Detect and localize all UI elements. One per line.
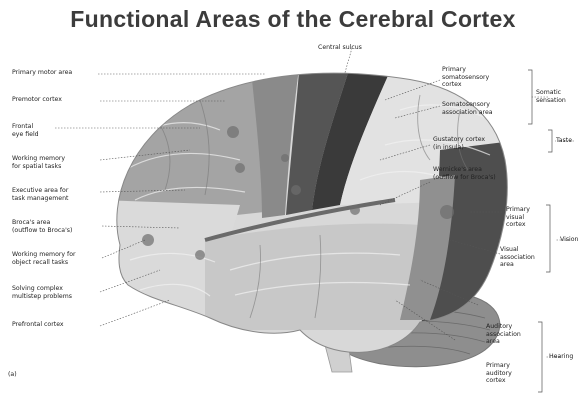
- label-primary-motor: Primary motor area: [12, 69, 72, 77]
- label-somatic-sensation-line2: sensation: [536, 97, 566, 104]
- figure-letter: (a): [8, 371, 17, 379]
- label-working-spatial-line1: Working memory: [12, 155, 65, 162]
- label-working-spatial: Working memory for spatial tasks: [12, 155, 65, 170]
- label-working-spatial-line2: for spatial tasks: [12, 163, 61, 170]
- label-primary-auditory-line2: auditory: [486, 370, 512, 377]
- label-visual-association-line1: Visual: [500, 246, 518, 253]
- label-primary-somatosensory-line1: Primary: [442, 66, 466, 73]
- label-executive-line1: Executive area for: [12, 187, 68, 194]
- label-primary-visual-line3: cortex: [506, 221, 526, 228]
- label-auditory-association-line2: association: [486, 331, 521, 338]
- label-working-object: Working memory for object recall tasks: [12, 251, 76, 266]
- label-primary-somatosensory: Primary somatosensory cortex: [442, 66, 489, 89]
- label-central-sulcus: Central sulcus: [318, 44, 362, 52]
- label-primary-auditory: Primary auditory cortex: [486, 362, 512, 385]
- label-wernicke-line2: (outflow for Broca's): [433, 174, 496, 181]
- label-taste: Taste: [556, 137, 572, 145]
- label-broca-line1: Broca's area: [12, 219, 50, 226]
- group-brackets: [528, 70, 552, 392]
- label-auditory-association-line3: area: [486, 338, 500, 345]
- label-primary-visual-line1: Primary: [506, 206, 530, 213]
- label-visual-association-line2: association: [500, 254, 535, 261]
- label-somatosensory-association: Somatosensory association area: [442, 101, 493, 116]
- label-somatic-sensation: Somatic sensation: [536, 89, 566, 104]
- label-gustatory: Gustatory cortex (in insula): [433, 136, 485, 151]
- label-primary-somatosensory-line3: cortex: [442, 81, 462, 88]
- label-gustatory-line2: (in insula): [433, 144, 464, 151]
- label-somatosensory-association-line1: Somatosensory: [442, 101, 490, 108]
- label-wernicke: Wernicke's area (outflow for Broca's): [433, 166, 496, 181]
- label-hearing: Hearing: [549, 353, 573, 361]
- label-frontal-eye-line1: Frontal: [12, 123, 33, 130]
- label-frontal-eye: Frontal eye field: [12, 123, 39, 138]
- label-primary-visual: Primary visual cortex: [506, 206, 530, 229]
- label-somatic-sensation-line1: Somatic: [536, 89, 561, 96]
- label-prefrontal: Prefrontal cortex: [12, 321, 64, 329]
- label-primary-auditory-line1: Primary: [486, 362, 510, 369]
- label-visual-association: Visual association area: [500, 246, 535, 269]
- label-broca: Broca's area (outflow to Broca's): [12, 219, 72, 234]
- label-solving-line2: multistep problems: [12, 293, 72, 300]
- label-solving-line1: Solving complex: [12, 285, 63, 292]
- label-frontal-eye-line2: eye field: [12, 131, 39, 138]
- label-solving: Solving complex multistep problems: [12, 285, 72, 300]
- label-vision: Vision: [560, 236, 578, 244]
- label-primary-somatosensory-line2: somatosensory: [442, 74, 489, 81]
- label-premotor: Premotor cortex: [12, 96, 62, 104]
- label-gustatory-line1: Gustatory cortex: [433, 136, 485, 143]
- label-working-object-line2: object recall tasks: [12, 259, 68, 266]
- label-auditory-association-line1: Auditory: [486, 323, 512, 330]
- label-primary-visual-line2: visual: [506, 214, 524, 221]
- label-primary-auditory-line3: cortex: [486, 377, 506, 384]
- label-wernicke-line1: Wernicke's area: [433, 166, 482, 173]
- label-executive-line2: task management: [12, 195, 68, 202]
- label-executive: Executive area for task management: [12, 187, 68, 202]
- label-somatosensory-association-line2: association area: [442, 109, 493, 116]
- label-working-object-line1: Working memory for: [12, 251, 76, 258]
- label-broca-line2: (outflow to Broca's): [12, 227, 72, 234]
- label-auditory-association: Auditory association area: [486, 323, 521, 346]
- label-visual-association-line3: area: [500, 261, 514, 268]
